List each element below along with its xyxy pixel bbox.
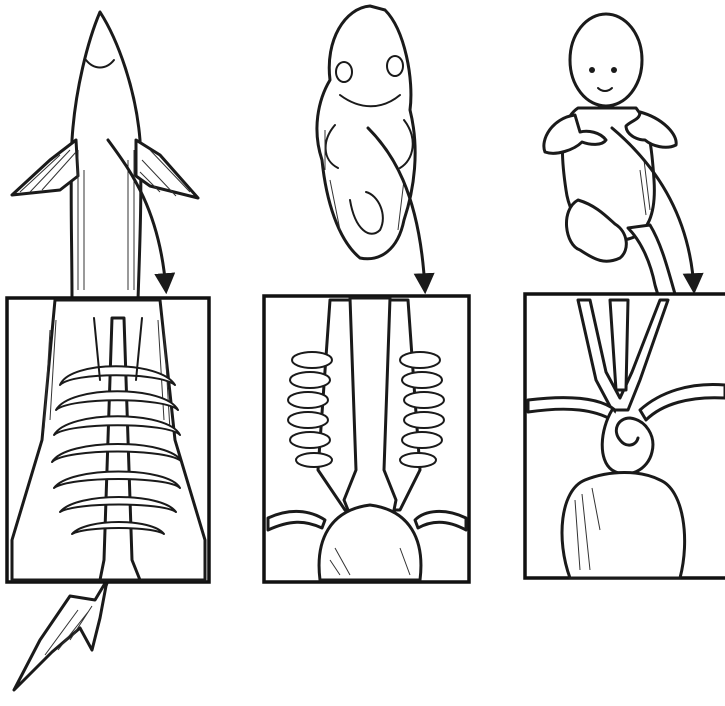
embryo-drawing bbox=[317, 6, 415, 259]
infant-head bbox=[570, 14, 642, 106]
embryo-body bbox=[317, 6, 415, 259]
infant-drawing bbox=[544, 14, 689, 322]
shark-right-fin bbox=[136, 140, 198, 198]
shark-body bbox=[71, 12, 141, 300]
infant-heart bbox=[562, 473, 685, 579]
